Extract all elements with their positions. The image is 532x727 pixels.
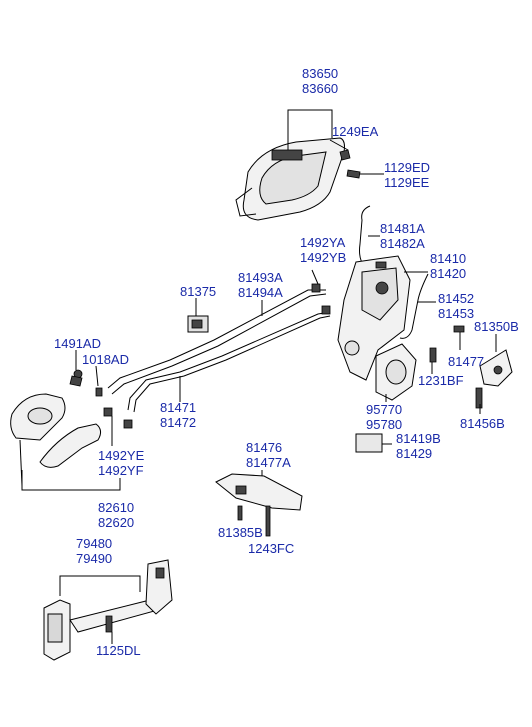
clip-1492YE-a (103, 407, 113, 417)
label-1249EA: 1249EA (332, 124, 379, 139)
screw-1125DL (105, 615, 113, 633)
leader-1249EA (329, 139, 349, 151)
screw-81385B (237, 505, 243, 521)
label-82610: 82610 (98, 500, 134, 515)
label-81456B: 81456B (460, 416, 505, 431)
clip-1492YB (321, 305, 331, 315)
label-1018AD: 1018AD (82, 352, 129, 367)
bracket-81476 (215, 473, 303, 511)
label-1231BF: 1231BF (418, 373, 464, 388)
bolt-1243FC (265, 505, 271, 537)
label-1243FC: 1243FC (248, 541, 294, 556)
label-81481A: 81481A (380, 221, 425, 236)
label-95770: 95770 (366, 402, 402, 417)
pad-81419B (355, 433, 383, 453)
label-81482A: 81482A (380, 236, 425, 251)
clip-1492YA (311, 283, 321, 293)
bolt-81477 (453, 325, 465, 333)
latch-guard-95770 (375, 343, 417, 401)
label-81420: 81420 (430, 266, 466, 281)
rod-81452 (399, 273, 429, 339)
label-1492YA: 1492YA (300, 235, 346, 250)
label-79480: 79480 (76, 536, 112, 551)
label-83660: 83660 (302, 81, 338, 96)
screw-1231BF (429, 347, 437, 363)
rod-81481A (359, 205, 371, 267)
label-1492YF: 1492YF (98, 463, 144, 478)
label-81453: 81453 (438, 306, 474, 321)
bolt-1129ED (346, 169, 361, 179)
label-95780: 95780 (366, 417, 402, 432)
label-81375: 81375 (180, 284, 216, 299)
label-81477: 81477 (448, 354, 484, 369)
label-1492YE: 1492YE (98, 448, 145, 463)
cable-81471-b (133, 315, 331, 413)
label-81350B: 81350B (474, 319, 519, 334)
screw-1249EA (339, 149, 351, 161)
label-81494A: 81494A (238, 285, 283, 300)
label-81410: 81410 (430, 251, 466, 266)
inside-door-handle (10, 393, 102, 487)
cable-81471 (127, 311, 331, 411)
label-81477A: 81477A (246, 455, 291, 470)
label-79490: 79490 (76, 551, 112, 566)
label-81452: 81452 (438, 291, 474, 306)
label-81385B: 81385B (218, 525, 263, 540)
label-1129EE: 1129EE (384, 175, 430, 190)
label-1491AD: 1491AD (54, 336, 101, 351)
label-81472: 81472 (160, 415, 196, 430)
outside-door-handle (235, 137, 345, 221)
leader-82610 (21, 470, 121, 491)
actuator-81375 (187, 315, 209, 333)
door-latch-assembly (337, 255, 411, 381)
label-81429: 81429 (396, 446, 432, 461)
cable-81493A (107, 289, 326, 389)
screw-1018AD (95, 387, 103, 397)
label-1125DL: 1125DL (96, 643, 141, 658)
nut-1491AD (69, 375, 83, 387)
label-82620: 82620 (98, 515, 134, 530)
label-81419B: 81419B (396, 431, 441, 446)
label-1492YB: 1492YB (300, 250, 346, 265)
label-81493A: 81493A (238, 270, 283, 285)
label-1129ED: 1129ED (384, 160, 430, 175)
clip-1492YE-b (123, 419, 133, 429)
label-81471: 81471 (160, 400, 196, 415)
leader-79480 (59, 575, 141, 596)
label-83650: 83650 (302, 66, 338, 81)
door-checker (43, 559, 173, 661)
bolt-81456B (475, 387, 483, 409)
cable-81493A-b (111, 293, 327, 395)
leader-83650 (287, 109, 333, 150)
leader-1018AD (95, 365, 99, 387)
label-81476: 81476 (246, 440, 282, 455)
leader-1492YA (311, 269, 319, 285)
striker-81350B (479, 349, 513, 387)
